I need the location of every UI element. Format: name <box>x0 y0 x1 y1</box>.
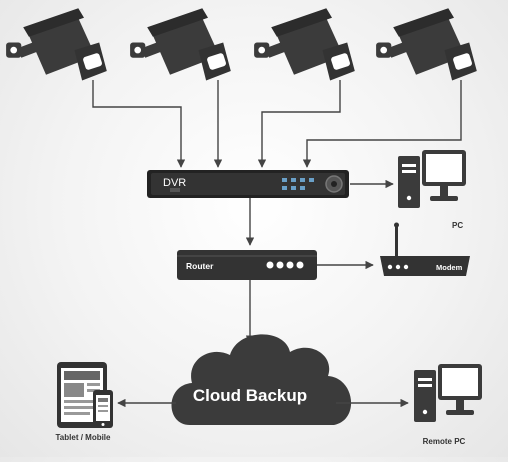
pc-label: PC <box>452 221 463 230</box>
camera-4 <box>376 8 477 81</box>
dvr-label: DVR <box>163 177 186 189</box>
remote-pc-label: Remote PC <box>423 437 466 446</box>
mobile-icon <box>93 390 113 428</box>
remote-pc-icon <box>414 364 482 422</box>
camera-1 <box>6 8 107 81</box>
tablet-mobile-label: Tablet / Mobile <box>56 433 112 442</box>
dvr-device: DVR <box>147 170 349 198</box>
router-label: Router <box>186 261 214 271</box>
camera-3 <box>254 8 355 81</box>
cloud-backup: Cloud Backup <box>171 334 352 425</box>
pc-icon <box>398 150 466 208</box>
cloud-label: Cloud Backup <box>193 386 307 405</box>
camera-2 <box>130 8 231 81</box>
modem-label: Modem <box>436 263 463 272</box>
camera-connectors <box>92 80 462 168</box>
modem-device: Modem <box>380 222 470 276</box>
router-device: Router <box>177 250 317 280</box>
